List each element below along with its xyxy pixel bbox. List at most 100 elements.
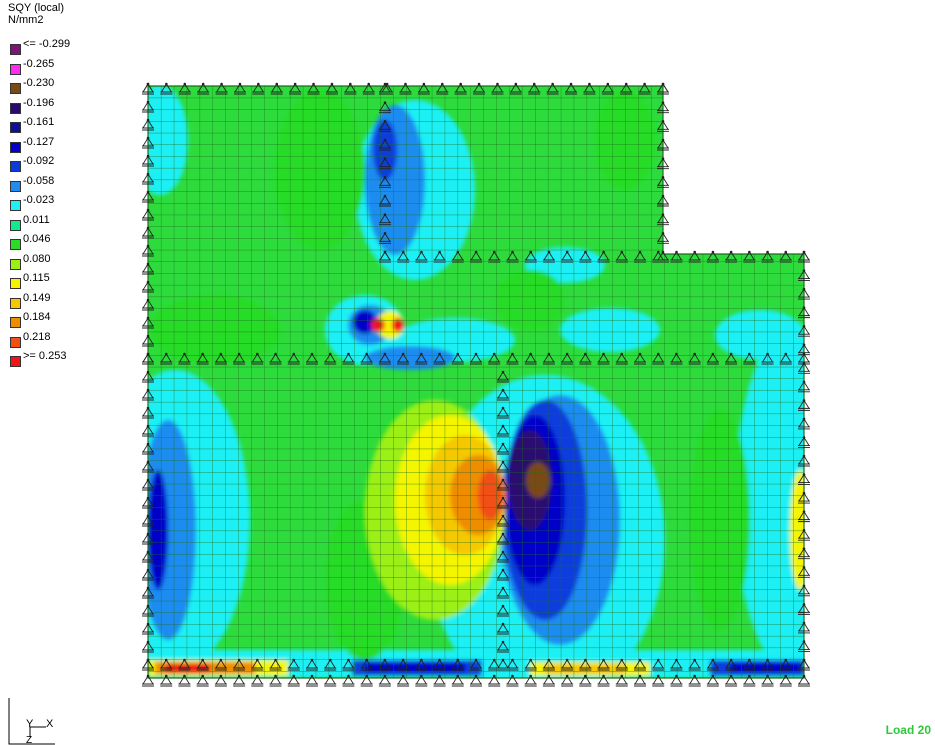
pinned-support-icon [306, 658, 318, 671]
pinned-support-icon [415, 352, 428, 365]
pinned-support-icon [798, 324, 810, 337]
pinned-support-icon [761, 250, 774, 263]
wall-lines [147, 85, 805, 679]
pinned-support-icon [798, 491, 810, 504]
pinned-support-icon [142, 334, 154, 347]
pinned-support-icon [142, 316, 154, 329]
pinned-support-icon [342, 674, 355, 687]
pinned-support-icon [417, 82, 430, 95]
pinned-support-icon [565, 82, 578, 95]
pinned-support-icon [142, 460, 154, 473]
pinned-support-icon [761, 352, 774, 365]
pinned-support-icon [324, 674, 337, 687]
legend-label: -0.265 [23, 57, 55, 70]
pinned-support-icon [197, 82, 210, 95]
pinned-support-icon [142, 172, 154, 185]
legend-label: -0.161 [23, 116, 55, 128]
pinned-support-icon [397, 352, 410, 365]
pinned-support-icon [798, 674, 810, 687]
pinned-support-icon [761, 658, 774, 671]
pinned-support-icon [670, 250, 683, 263]
pinned-support-icon [688, 658, 701, 671]
pinned-support-icon [160, 658, 173, 671]
pinned-support-icon [360, 674, 373, 687]
pinned-support-icon [579, 352, 592, 365]
pinned-support-icon [379, 120, 391, 132]
pinned-support-icon [378, 658, 391, 671]
pinned-support-icon [160, 352, 173, 365]
pinned-support-icon [397, 658, 410, 671]
pinned-support-icon [142, 208, 154, 221]
pinned-support-icon [287, 658, 300, 671]
pinned-support-icon [743, 352, 756, 365]
pinned-support-icon [497, 388, 509, 401]
pinned-support-icon [506, 674, 519, 687]
pinned-support-icon [196, 658, 209, 671]
pinned-support-icon [142, 100, 154, 113]
pinned-support-icon [688, 674, 701, 687]
pinned-support-icon [415, 250, 428, 263]
pinned-support-icon [488, 674, 501, 687]
pinned-support-icon [542, 352, 555, 365]
pinned-support-icon [142, 514, 154, 527]
legend-swatch [10, 83, 21, 94]
legend-label: -0.196 [23, 96, 55, 109]
pinned-support-icon [798, 380, 810, 393]
pinned-support-icon [142, 262, 154, 275]
legend-swatch [10, 336, 21, 348]
pinned-support-icon [269, 674, 282, 687]
pinned-support-icon [798, 436, 810, 448]
legend-swatch [10, 180, 21, 192]
pinned-support-icon [652, 352, 665, 365]
legend-title: SQY (local) [8, 2, 65, 14]
pinned-support-icon [725, 674, 738, 687]
pinned-support-icon [798, 454, 810, 467]
pinned-support-icon [506, 658, 519, 671]
pinned-support-icon [497, 442, 509, 455]
pinned-support-icon [178, 674, 191, 687]
pinned-support-icon [657, 120, 669, 132]
pinned-support-icon [142, 82, 154, 95]
pinned-support-icon [798, 547, 810, 560]
pinned-support-icon [798, 565, 810, 578]
pinned-support-icon [706, 674, 719, 687]
load-case-label: Load 20 [885, 723, 931, 737]
pinned-support-icon [451, 658, 464, 671]
legend-swatch [10, 122, 21, 133]
pinned-support-icon [725, 352, 738, 365]
pinned-support-icon [379, 213, 391, 226]
pinned-support-icon [399, 82, 412, 95]
pinned-support-icon [433, 674, 446, 687]
pinned-support-icon [670, 658, 683, 671]
pinned-support-icon [561, 674, 574, 687]
pinned-support-icon [233, 352, 246, 365]
pinned-support-icon [379, 250, 391, 263]
pinned-support-icon [379, 194, 391, 207]
legend-label: 0.080 [23, 252, 51, 265]
pinned-support-icon [615, 352, 628, 365]
pinned-support-icon [142, 478, 154, 491]
pinned-support-icon [436, 82, 449, 95]
pinned-support-icon [142, 244, 154, 257]
pinned-support-icon [657, 213, 669, 226]
pinned-support-icon [779, 658, 792, 671]
pinned-support-icon [142, 550, 154, 563]
pinned-support-icon [798, 417, 810, 430]
pinned-support-icon [379, 101, 391, 114]
pinned-support-icon [214, 674, 227, 687]
pinned-support-icon [142, 568, 154, 581]
pinned-support-icon [142, 586, 154, 599]
legend-label: -0.092 [23, 155, 55, 167]
pinned-support-icon [497, 406, 509, 419]
pinned-support-icon [524, 658, 537, 671]
axis-y-label: Y [26, 718, 34, 730]
pinned-support-icon [798, 250, 810, 263]
pinned-support-icon [743, 674, 756, 687]
pinned-support-icon [488, 250, 501, 263]
legend-swatch [10, 356, 21, 367]
pinned-support-icon [142, 388, 154, 401]
pinned-support-icon [451, 674, 464, 687]
pinned-support-icon [528, 82, 541, 95]
pinned-support-icon [706, 352, 719, 365]
pinned-support-icon [142, 640, 154, 653]
